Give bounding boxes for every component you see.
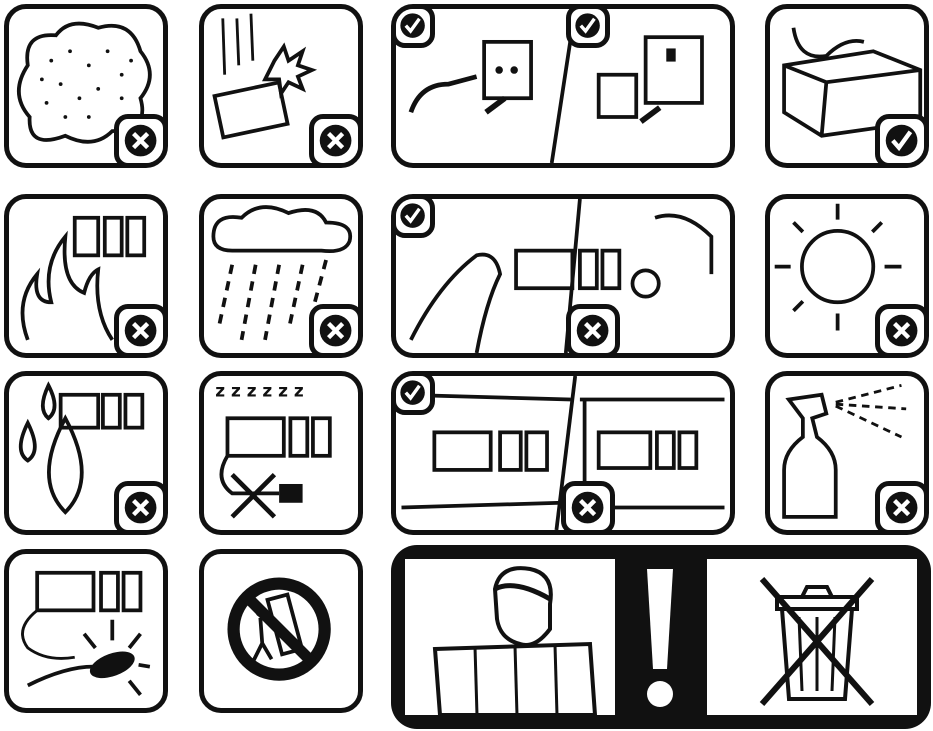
unplug-when-idle-icon: z z z z z z: [204, 376, 358, 530]
cross-badge: [114, 304, 168, 358]
check-icon: [399, 379, 426, 406]
cross-badge: [561, 481, 615, 535]
panel-cleaning: [391, 194, 735, 358]
check-icon: [399, 202, 426, 229]
cross-icon: [318, 123, 353, 158]
panel-cable-box: [765, 4, 929, 168]
panel-sleep-unplug: z z z z z z: [199, 371, 363, 535]
cross-badge: [875, 304, 929, 358]
panel-water: [4, 371, 168, 535]
cross-badge: [114, 481, 168, 535]
check-icon: [884, 123, 919, 158]
check-badge: [391, 4, 435, 48]
exclamation-cell: [627, 559, 693, 715]
check-icon: [399, 12, 426, 39]
panel-ventilation: [391, 371, 735, 535]
person-reading-manual-icon: [405, 559, 615, 715]
cross-icon: [884, 313, 919, 348]
panel-sun: [765, 194, 929, 358]
no-cart-tip-icon: [204, 554, 358, 708]
crossed-out-bin-icon: [707, 559, 917, 715]
check-badge: [391, 371, 435, 415]
cross-icon: [884, 490, 919, 525]
cross-badge: [309, 304, 363, 358]
no-bin-cell: [707, 559, 917, 715]
cross-badge: [875, 481, 929, 535]
damaged-plug-icon: [9, 554, 163, 708]
cross-badge: [309, 114, 363, 168]
cross-icon: [123, 123, 158, 158]
warning-banner: [391, 545, 931, 729]
check-badge: [566, 4, 610, 48]
cross-icon: [123, 313, 158, 348]
cross-icon: [318, 313, 353, 348]
cross-badge: [566, 304, 620, 358]
read-manual-cell: [405, 559, 615, 715]
cleaning-cloth-vs-spray-icon: [396, 199, 730, 353]
cross-icon: [570, 490, 605, 525]
exclamation-icon: [627, 559, 693, 715]
panel-fire: [4, 194, 168, 358]
panel-plug-socket: [391, 4, 735, 168]
check-badge: [875, 114, 929, 168]
plug-into-socket-icon: [396, 9, 730, 163]
panel-rain: [199, 194, 363, 358]
svg-text:z z z z z z: z z z z z z: [215, 381, 304, 401]
panel-tipping-cart: [199, 549, 363, 713]
check-icon: [574, 12, 601, 39]
cross-icon: [575, 313, 610, 348]
panel-damaged-plug: [4, 549, 168, 713]
check-badge: [391, 194, 435, 238]
panel-falling: [199, 4, 363, 168]
panel-dust: [4, 4, 168, 168]
cross-badge: [114, 114, 168, 168]
cross-icon: [123, 490, 158, 525]
panel-spray: [765, 371, 929, 535]
